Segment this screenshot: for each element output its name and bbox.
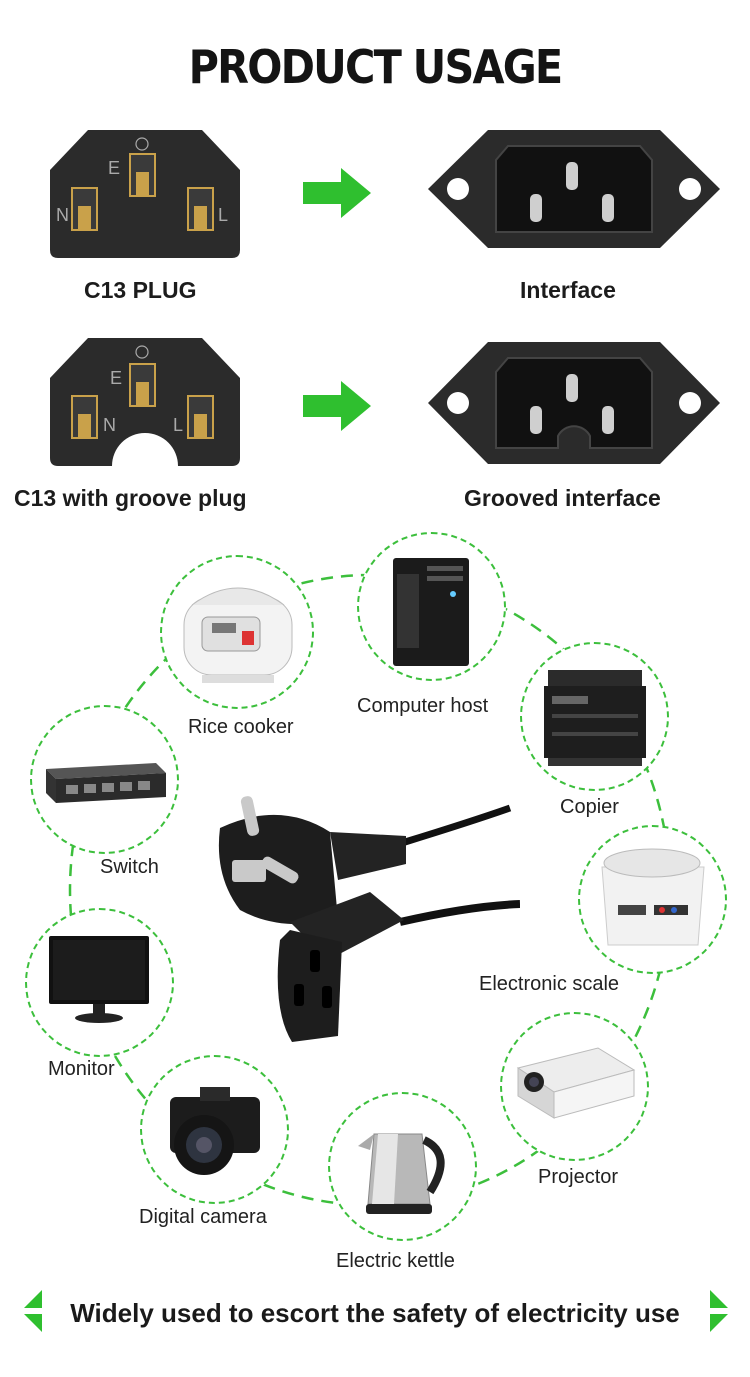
pin-label-earth: E	[110, 368, 123, 388]
projector-circle	[500, 1012, 649, 1161]
pin-label-neutral: N	[103, 415, 116, 435]
interface-label: Interface	[520, 277, 616, 303]
switch-circle	[30, 705, 179, 854]
electric-kettle-icon	[358, 1133, 445, 1214]
projector-icon	[516, 1047, 636, 1119]
monitor-icon	[49, 936, 149, 1023]
application-label: Digital camera	[139, 1206, 267, 1228]
footer-tagline: Widely used to escort the safety of elec…	[70, 1298, 680, 1328]
pin-label-neutral: N	[56, 205, 69, 225]
application-label: Copier	[560, 796, 619, 818]
double-arrow-icon	[24, 1290, 42, 1332]
power-cord-icon	[218, 796, 520, 1042]
pin-label-earth: E	[108, 158, 121, 178]
rice-cooker-circle	[160, 555, 314, 709]
c13-groove-plug-icon	[50, 338, 240, 466]
pin-label-live: L	[218, 205, 229, 225]
application-label: Electric kettle	[336, 1250, 455, 1272]
c13-plug-icon	[50, 130, 240, 258]
arrow-right-icon	[303, 168, 371, 218]
digital-camera-icon	[170, 1087, 260, 1175]
network-switch-icon	[46, 763, 166, 803]
double-arrow-icon	[710, 1290, 728, 1332]
electric-kettle-circle	[328, 1092, 477, 1241]
rice-cooker-icon	[183, 587, 293, 683]
monitor-circle	[25, 908, 174, 1057]
application-label: Switch	[100, 856, 159, 878]
electronic-scale-icon	[601, 848, 705, 946]
c14-grooved-interface-icon	[428, 342, 720, 464]
computer-host-circle	[357, 532, 506, 681]
application-label: Computer host	[357, 695, 489, 717]
c13-plug-label: C13 PLUG	[84, 277, 197, 303]
application-label: Projector	[538, 1166, 619, 1188]
digital-camera-circle	[140, 1055, 289, 1204]
copier-icon	[544, 670, 646, 766]
arrow-right-icon	[303, 381, 371, 431]
copier-circle	[520, 642, 669, 791]
computer-host-icon	[393, 558, 469, 666]
page-title: PRODUCT USAGE	[188, 40, 564, 94]
electronic-scale-circle	[578, 825, 727, 974]
c13-groove-plug-label: C13 with groove plug	[14, 485, 247, 511]
application-label: Rice cooker	[188, 716, 294, 738]
application-label: Electronic scale	[479, 973, 620, 995]
application-label: Monitor	[48, 1058, 115, 1080]
grooved-interface-label: Grooved interface	[464, 485, 661, 511]
pin-label-live: L	[173, 415, 184, 435]
c14-interface-icon	[428, 130, 720, 248]
